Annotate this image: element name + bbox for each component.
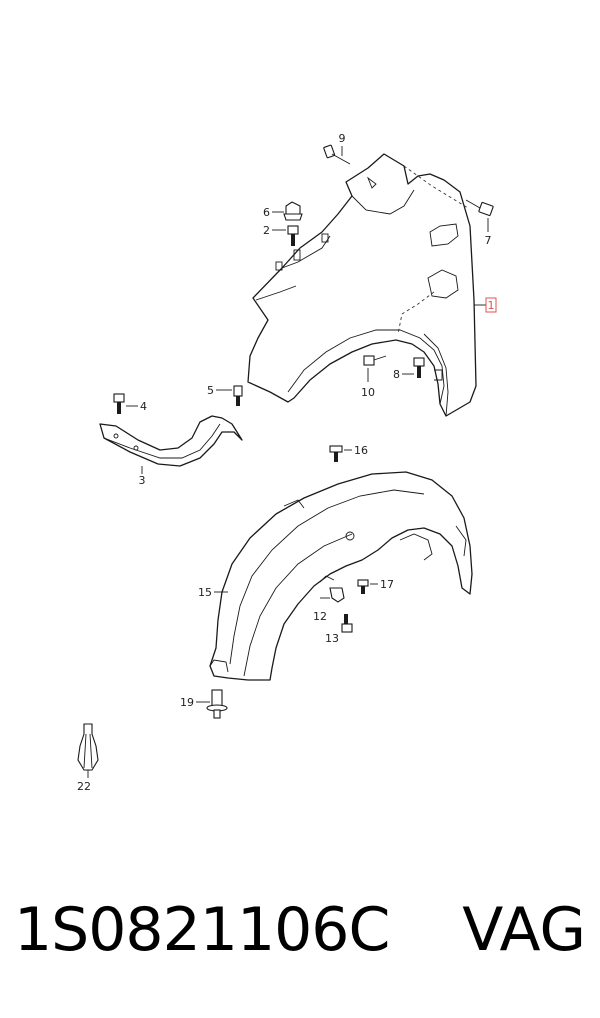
cap-part-22[interactable] bbox=[77, 723, 99, 771]
callout-17: 17 bbox=[380, 578, 394, 591]
parts-diagram: 9 6 2 7 1 4 5 3 10 8 16 17 12 13 15 19 2… bbox=[77, 132, 497, 793]
callout-4: 4 bbox=[140, 400, 147, 413]
callout-12: 12 bbox=[313, 610, 327, 623]
bolt-part-10[interactable] bbox=[363, 355, 387, 366]
footer: 1S0821106C VAG bbox=[0, 895, 600, 985]
callout-1[interactable]: 1 bbox=[488, 299, 495, 312]
part-number: 1S0821106C bbox=[14, 895, 390, 965]
callout-13: 13 bbox=[325, 632, 339, 645]
callout-9: 9 bbox=[339, 132, 346, 145]
brand-name: VAG bbox=[462, 895, 586, 965]
screw-part-13[interactable] bbox=[341, 614, 353, 633]
liner-part-15[interactable] bbox=[209, 471, 473, 681]
bolt-part-8[interactable] bbox=[413, 357, 425, 378]
callout-16: 16 bbox=[354, 444, 368, 457]
callout-15: 15 bbox=[198, 586, 212, 599]
callout-5: 5 bbox=[207, 384, 214, 397]
bolt-part-4[interactable] bbox=[113, 393, 125, 414]
callout-3: 3 bbox=[139, 474, 146, 487]
stud-part-5[interactable] bbox=[233, 385, 243, 406]
callout-10: 10 bbox=[361, 386, 375, 399]
callout-2: 2 bbox=[263, 224, 270, 237]
callout-22: 22 bbox=[77, 780, 91, 793]
callout-1-highlight-box bbox=[485, 297, 497, 313]
callout-7: 7 bbox=[485, 234, 492, 247]
screw-part-16[interactable] bbox=[329, 445, 343, 462]
clip-part-12[interactable] bbox=[329, 587, 345, 603]
bolt-part-2[interactable] bbox=[287, 225, 299, 246]
nut-part-6[interactable] bbox=[283, 201, 303, 221]
callout-6: 6 bbox=[263, 206, 270, 219]
callout-19: 19 bbox=[180, 696, 194, 709]
fender-part-1[interactable] bbox=[247, 153, 477, 417]
bracket-part-3[interactable] bbox=[99, 415, 243, 467]
bolt-part-9[interactable] bbox=[323, 144, 351, 165]
callout-8: 8 bbox=[393, 368, 400, 381]
rivet-part-19[interactable] bbox=[206, 689, 228, 719]
bolt-part-7[interactable] bbox=[465, 199, 494, 217]
screw-part-17[interactable] bbox=[357, 579, 369, 594]
